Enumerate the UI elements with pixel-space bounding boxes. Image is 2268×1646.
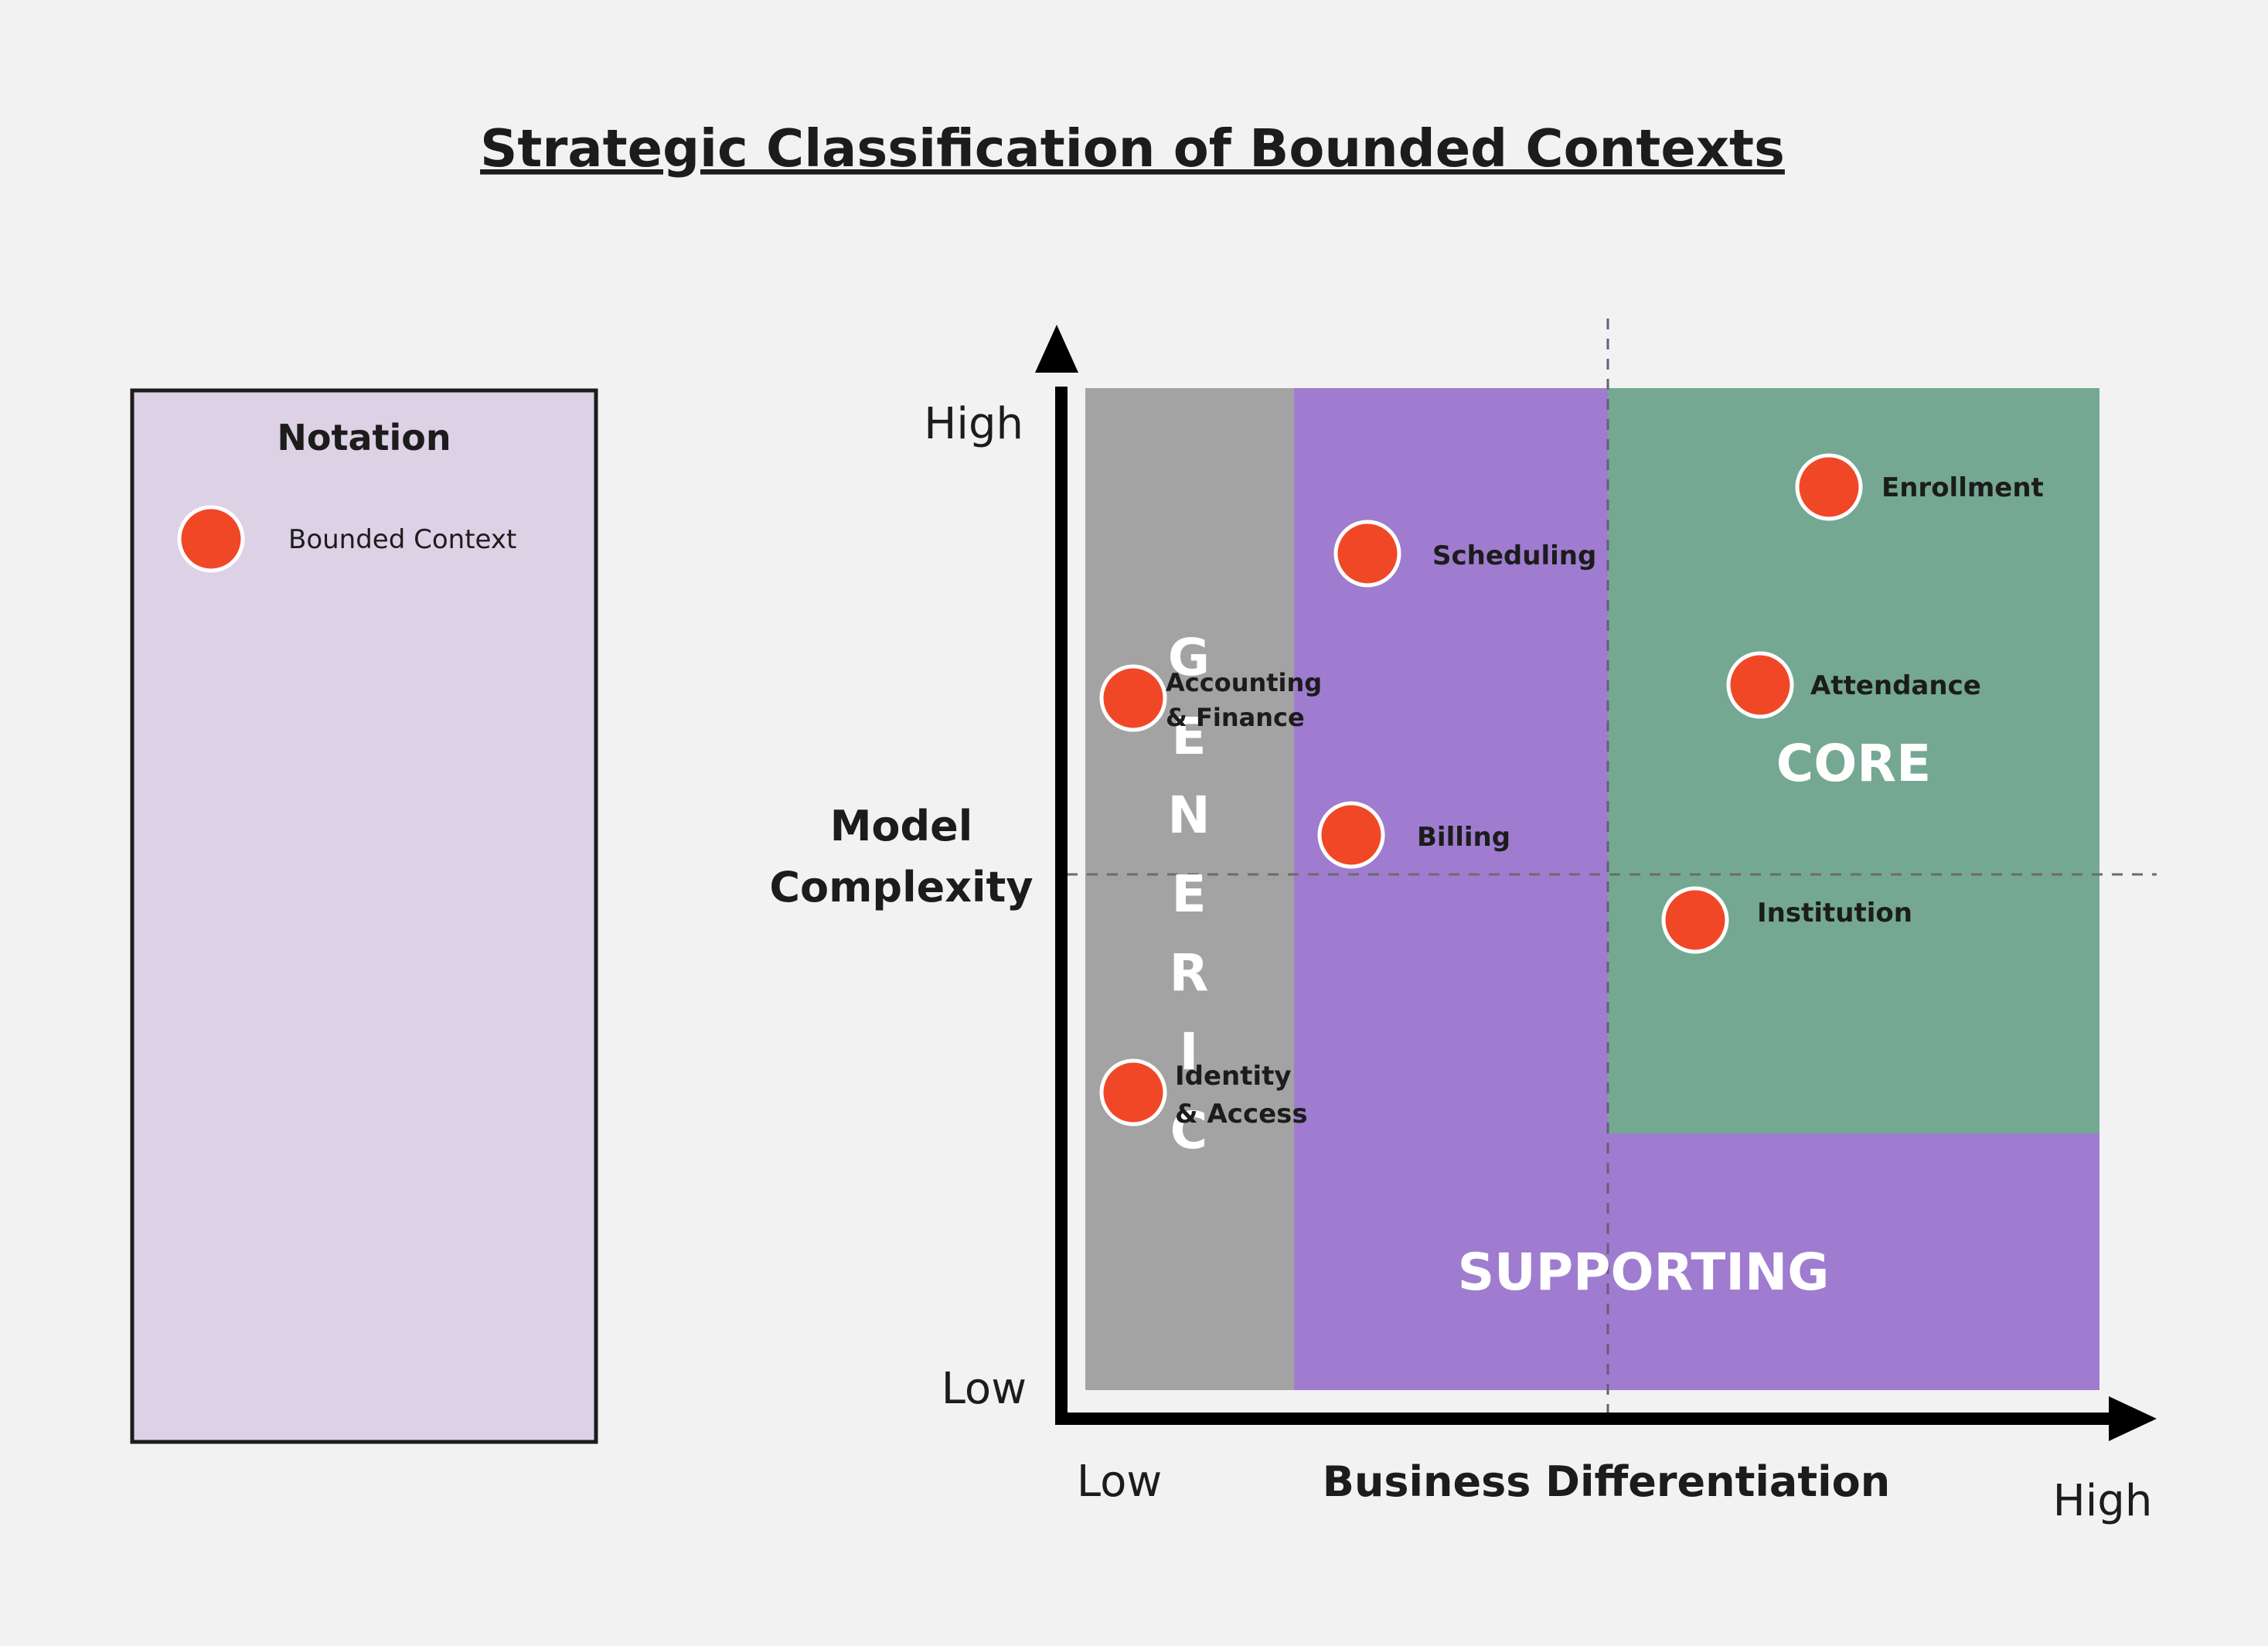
notation-bounded-context-label: Bounded Context bbox=[288, 524, 516, 555]
bounded-context-icon bbox=[1317, 801, 1385, 869]
context-label: & Access bbox=[1175, 1099, 1308, 1130]
context-label: Attendance bbox=[1810, 670, 1981, 701]
x-axis-arrow-icon bbox=[2109, 1396, 2157, 1441]
bounded-context-accounting-finance: Accounting & Finance bbox=[1099, 664, 1322, 732]
bounded-context-billing: Billing bbox=[1317, 801, 1510, 869]
notation-title: Notation bbox=[277, 417, 451, 458]
bounded-context-icon bbox=[1661, 886, 1729, 954]
generic-letter: I bbox=[1180, 1022, 1199, 1082]
bounded-context-attendance: Attendance bbox=[1726, 651, 1981, 719]
diagram-title: Strategic Classification of Bounded Cont… bbox=[480, 118, 1785, 179]
generic-region bbox=[1085, 388, 1294, 1390]
bounded-context-icon bbox=[1795, 453, 1863, 521]
quadrant-regions bbox=[1085, 388, 2099, 1390]
x-axis-low-label: Low bbox=[1077, 1457, 1162, 1507]
generic-letter: C bbox=[1170, 1101, 1207, 1160]
context-label: Billing bbox=[1417, 822, 1510, 853]
y-axis-title-line1: Model bbox=[830, 802, 973, 850]
bounded-context-icon bbox=[1333, 520, 1401, 588]
context-label: Identity bbox=[1175, 1061, 1292, 1092]
core-label: CORE bbox=[1776, 734, 1931, 793]
generic-letter: R bbox=[1170, 943, 1209, 1003]
y-axis-arrow-icon bbox=[1035, 325, 1078, 373]
y-axis-high-label: High bbox=[924, 399, 1023, 449]
generic-letter: G bbox=[1168, 628, 1210, 687]
bounded-context-identity-access: Identity & Access bbox=[1099, 1058, 1308, 1130]
dashed-guides bbox=[1067, 319, 2157, 1419]
bounded-context-icon bbox=[1099, 1058, 1167, 1126]
core-region bbox=[1608, 388, 2099, 1133]
y-axis-low-label: Low bbox=[942, 1364, 1027, 1414]
x-axis-high-label: High bbox=[2053, 1476, 2153, 1526]
bounded-context-icon bbox=[1726, 651, 1794, 719]
context-label: & Finance bbox=[1166, 703, 1305, 732]
context-label: Accounting bbox=[1166, 668, 1322, 697]
bounded-context-enrollment: Enrollment bbox=[1795, 453, 2044, 521]
supporting-label: SUPPORTING bbox=[1458, 1242, 1830, 1302]
supporting-region-lower bbox=[1608, 1133, 2099, 1390]
generic-letter: E bbox=[1171, 707, 1206, 766]
axes bbox=[1035, 325, 2157, 1441]
context-label: Scheduling bbox=[1432, 540, 1596, 571]
context-label: Enrollment bbox=[1881, 472, 2044, 503]
bounded-context-icon bbox=[177, 505, 245, 573]
notation-panel: Notation Bounded Context bbox=[130, 388, 598, 1444]
y-axis-title-line2: Complexity bbox=[769, 863, 1033, 912]
x-axis-title: Business Differentiation bbox=[1323, 1457, 1890, 1506]
bounded-context-icon bbox=[1099, 664, 1167, 732]
generic-letter: N bbox=[1167, 786, 1210, 845]
bounded-context-institution: Institution bbox=[1661, 886, 1912, 954]
generic-label: G E N E R I C bbox=[1167, 628, 1210, 1160]
context-label: Institution bbox=[1757, 898, 1912, 929]
generic-letter: E bbox=[1171, 864, 1206, 924]
bounded-context-scheduling: Scheduling bbox=[1333, 520, 1596, 588]
